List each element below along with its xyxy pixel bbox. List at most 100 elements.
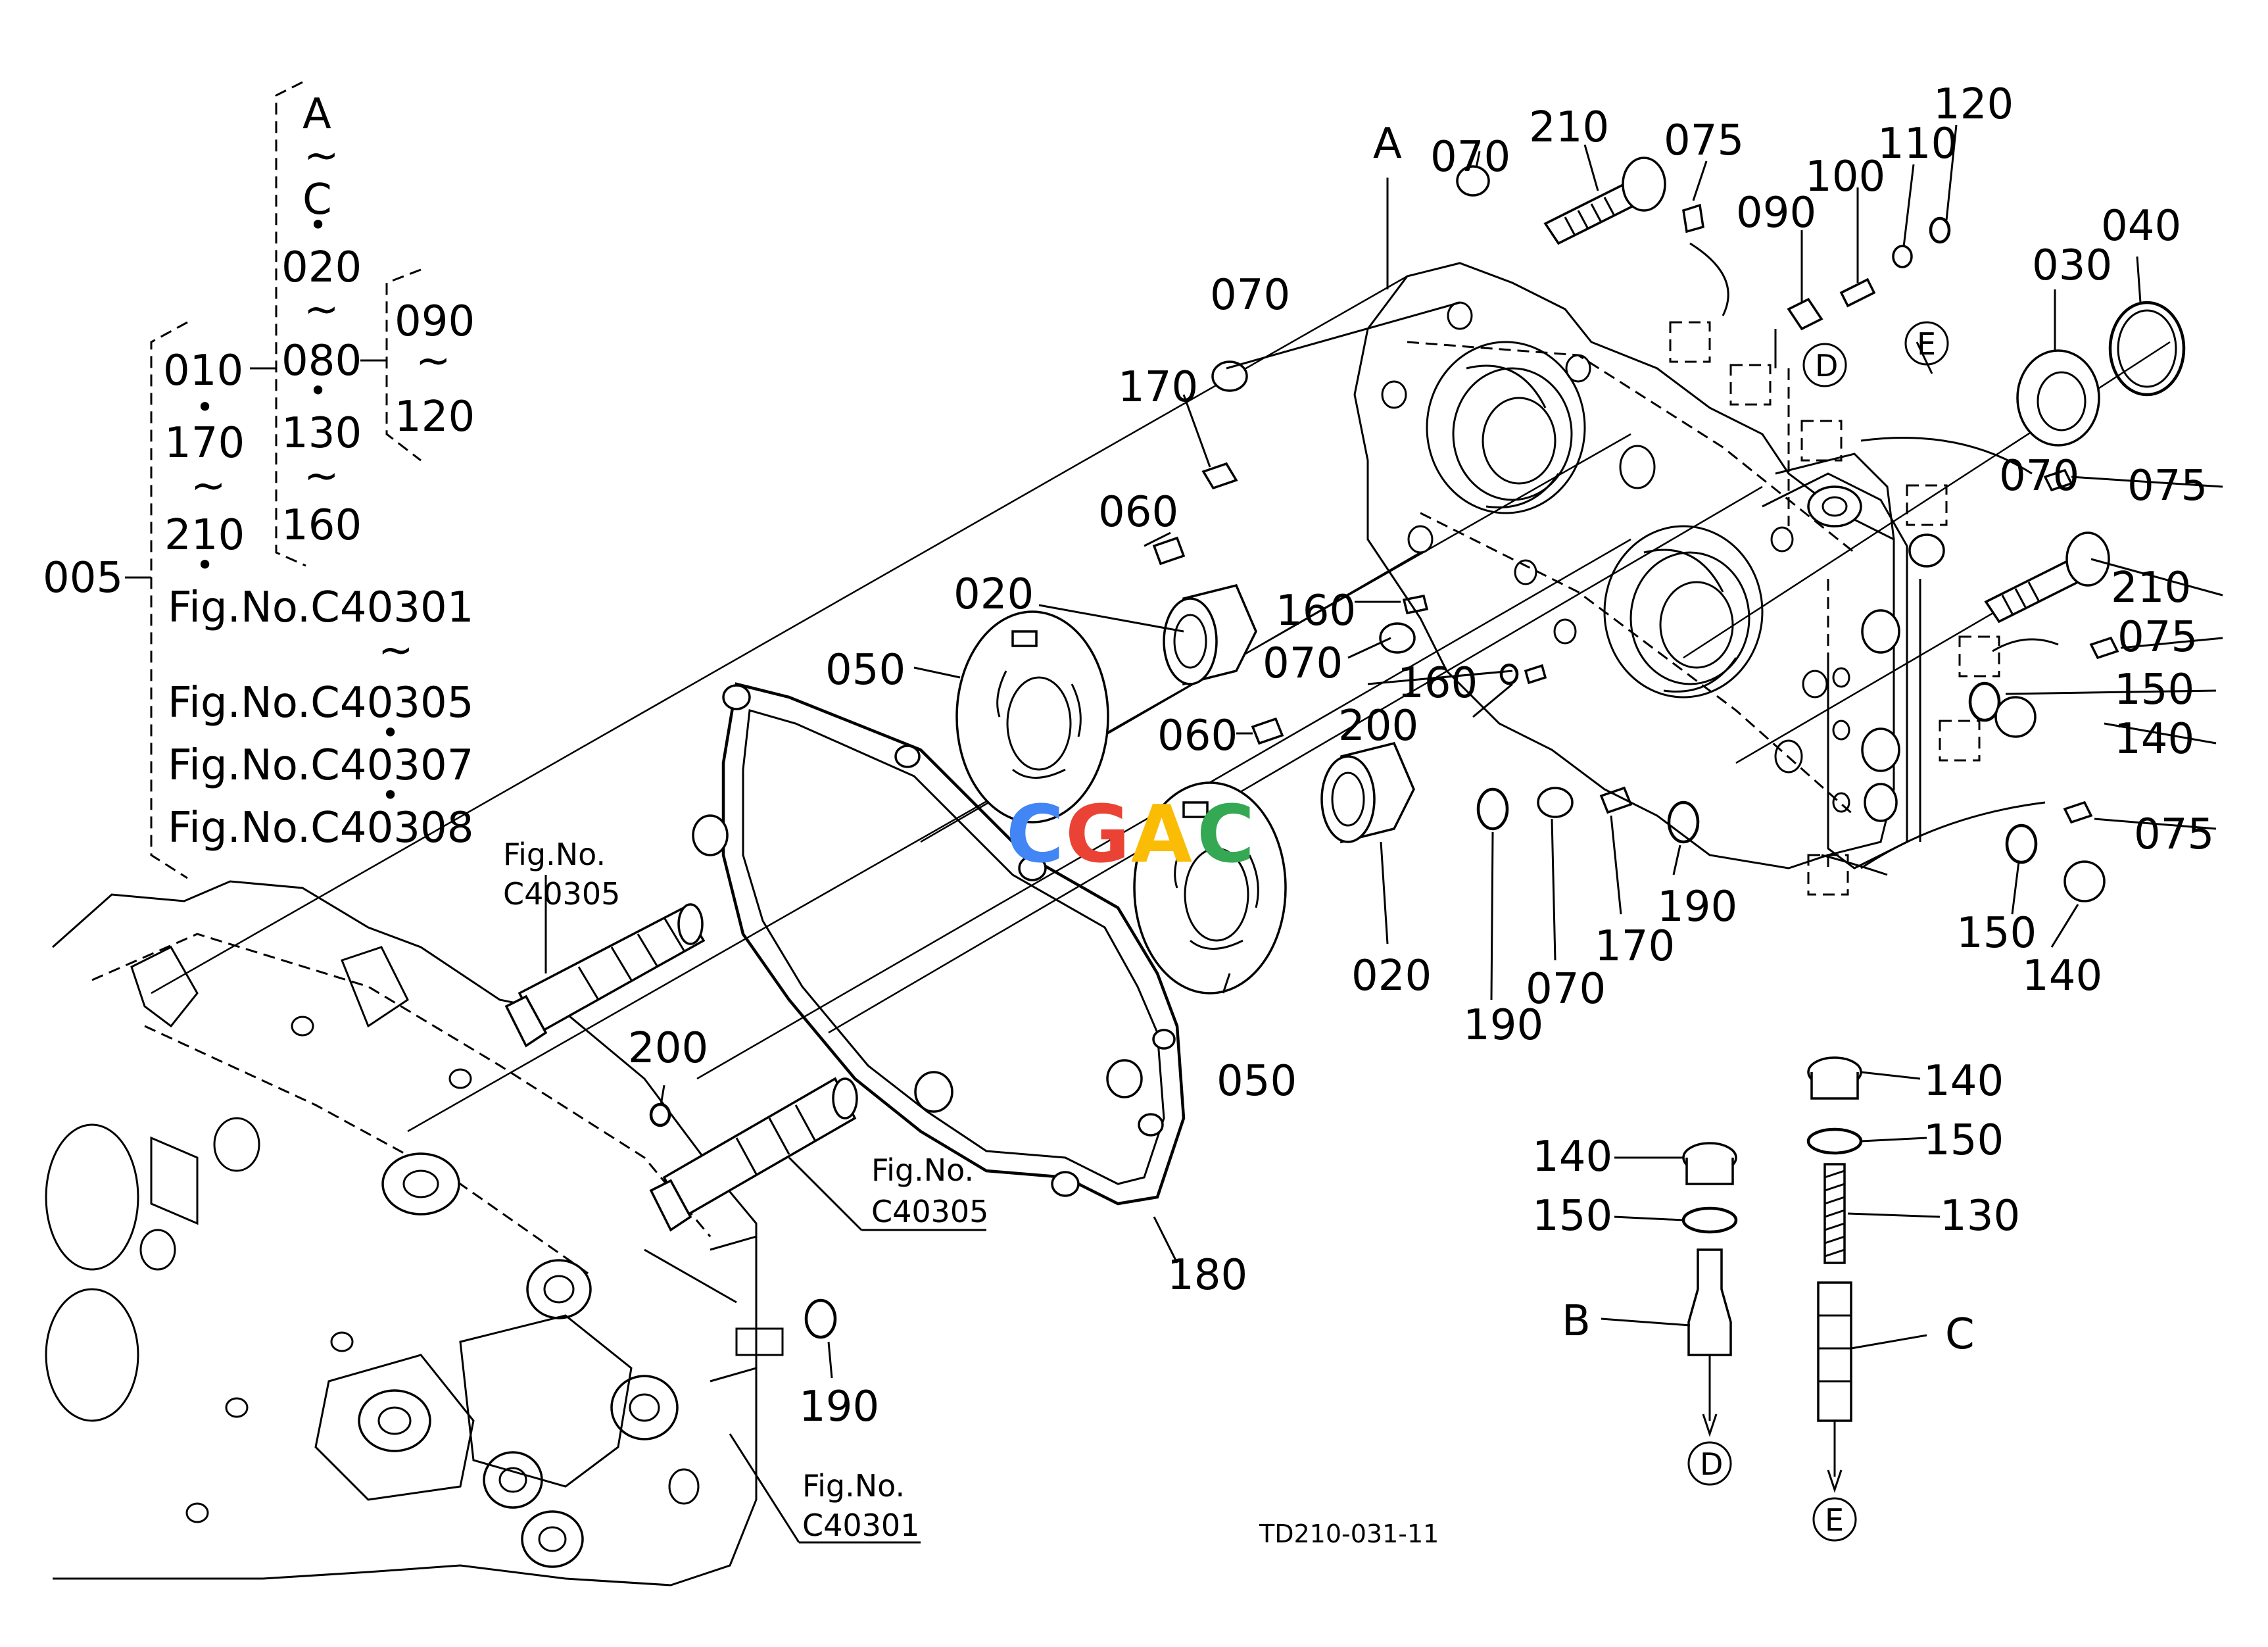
label-190-mid: 190: [1463, 1001, 1543, 1050]
tree-005: 005: [43, 554, 123, 602]
valve-assembly-C: [1806, 1056, 1863, 1542]
watermark-letter-4: C: [1197, 789, 1255, 881]
label-150-right: 150: [2114, 666, 2194, 714]
tree-tilde-5: ~: [191, 462, 226, 510]
bracket-005: [150, 321, 188, 879]
label-D-top: D: [1815, 348, 1838, 383]
label-fig-no-3: Fig.No.: [802, 1468, 905, 1504]
o-rings: [649, 663, 2038, 1339]
tree-dot-5: •: [381, 715, 399, 750]
gasket-180: [692, 682, 1186, 1206]
label-070-top: 070: [1430, 133, 1510, 182]
ref-circle-E: [1904, 321, 1949, 366]
label-E-bottom: E: [1825, 1502, 1844, 1538]
tree-dot-4: •: [196, 547, 214, 583]
label-075-r2: 075: [2117, 613, 2198, 662]
label-030: 030: [2032, 241, 2112, 290]
label-075-r1: 075: [2127, 462, 2208, 510]
tree-170: 170: [164, 419, 245, 468]
label-110: 110: [1877, 120, 1958, 168]
tree-fig-c40308: Fig.No.C40308: [168, 804, 473, 852]
label-140-right: 140: [2114, 715, 2194, 764]
label-160-lower: 160: [1397, 659, 1478, 708]
valve-small-parts: [1682, 203, 2119, 902]
plate-050-upper: [955, 610, 1109, 823]
tree-tilde-1: ~: [304, 132, 339, 180]
label-c40305-2: C40305: [871, 1194, 988, 1229]
tree-080: 080: [281, 337, 362, 385]
label-060-upper: 060: [1098, 488, 1178, 537]
leader-lines: [544, 124, 2223, 1544]
label-050-upper: 050: [825, 646, 905, 695]
tree-tilde-2: ~: [304, 285, 339, 334]
label-fig-no-1: Fig.No.: [503, 837, 606, 872]
label-140-B: 140: [1532, 1133, 1612, 1181]
tree-fig-c40301: Fig.No.C40301: [168, 583, 473, 632]
tree-C: C: [302, 176, 332, 224]
label-150-B: 150: [1532, 1192, 1612, 1241]
plate-050-lower: [1133, 781, 1287, 995]
watermark-letter-1: C: [1006, 789, 1064, 881]
upper-shaft: [504, 903, 706, 1048]
label-A-housing: A: [1373, 120, 1402, 168]
tree-tilde-6: ~: [378, 626, 414, 675]
tree-fig-c40307: Fig.No.C40307: [168, 741, 473, 790]
bearing-020-upper: [1163, 583, 1257, 686]
valve-assembly-B: [1681, 1142, 1738, 1486]
tree-130: 130: [281, 409, 362, 458]
pins: [1152, 165, 1945, 818]
label-075-top: 075: [1664, 116, 1744, 165]
label-210-top: 210: [1529, 103, 1609, 152]
label-170-lower: 170: [1595, 922, 1675, 971]
label-020-upper: 020: [953, 570, 1034, 619]
tree-tilde-4: ~: [416, 337, 451, 385]
oil-seal-030: [2016, 349, 2100, 447]
ref-circle-D: [1802, 343, 1847, 387]
label-060-lower: 060: [1157, 712, 1238, 760]
label-140-C: 140: [1923, 1057, 2004, 1106]
label-020-lower: 020: [1351, 952, 1432, 1000]
transmission-case: [45, 880, 784, 1586]
label-200-case: 200: [628, 1024, 708, 1073]
label-B: B: [1562, 1297, 1591, 1346]
label-070-left: 070: [1210, 271, 1290, 320]
label-150-lower: 150: [1956, 909, 2037, 958]
tree-dot-3: •: [196, 389, 214, 425]
tree-020: 020: [281, 243, 362, 292]
label-190-right: 190: [1657, 883, 1737, 931]
label-130: 130: [1940, 1192, 2020, 1241]
tree-160: 160: [281, 501, 362, 550]
label-070-bottom: 070: [1526, 965, 1606, 1014]
watermark-logo: C G A C: [1006, 789, 1255, 881]
pump-housing-A: [1353, 262, 1921, 870]
label-160-upper: 160: [1276, 587, 1356, 635]
label-170-upper: 170: [1118, 363, 1198, 412]
tree-210: 210: [164, 511, 245, 560]
drawing-code: TD210-031-11: [1259, 1519, 1439, 1548]
bracket-090-120: [385, 268, 422, 462]
reference-tree: A ~ C • 020 ~ 080 • 130 ~ 160 090 ~ 120 …: [43, 81, 475, 879]
label-200-upper: 200: [1338, 702, 1418, 750]
label-140-lower: 140: [2022, 952, 2102, 1000]
plug-detail-boxes: [1669, 321, 2000, 896]
tree-dot-1: •: [309, 207, 327, 243]
label-070-right: 070: [1999, 452, 2079, 501]
lower-shaft: [649, 1077, 858, 1232]
label-c40305-1: C40305: [503, 876, 620, 912]
watermark-letter-3: A: [1131, 789, 1192, 881]
label-C: C: [1945, 1310, 1975, 1359]
watermark-letter-2: G: [1065, 789, 1130, 881]
label-100: 100: [1805, 153, 1885, 201]
bracket-a-c: [275, 81, 306, 567]
circlip-040: [2108, 301, 2186, 397]
curved-arrows: [1689, 242, 2059, 876]
bolt-210-right: [1984, 531, 2110, 624]
tree-fig-c40305: Fig.No.C40305: [168, 679, 473, 727]
label-090: 090: [1736, 189, 1816, 237]
label-040: 040: [2101, 202, 2181, 251]
label-070-mid: 070: [1263, 639, 1343, 688]
bearing-020-lower: [1320, 741, 1415, 844]
tree-dot-6: •: [381, 777, 399, 813]
tree-090: 090: [395, 297, 475, 346]
tree-120: 120: [395, 393, 475, 441]
